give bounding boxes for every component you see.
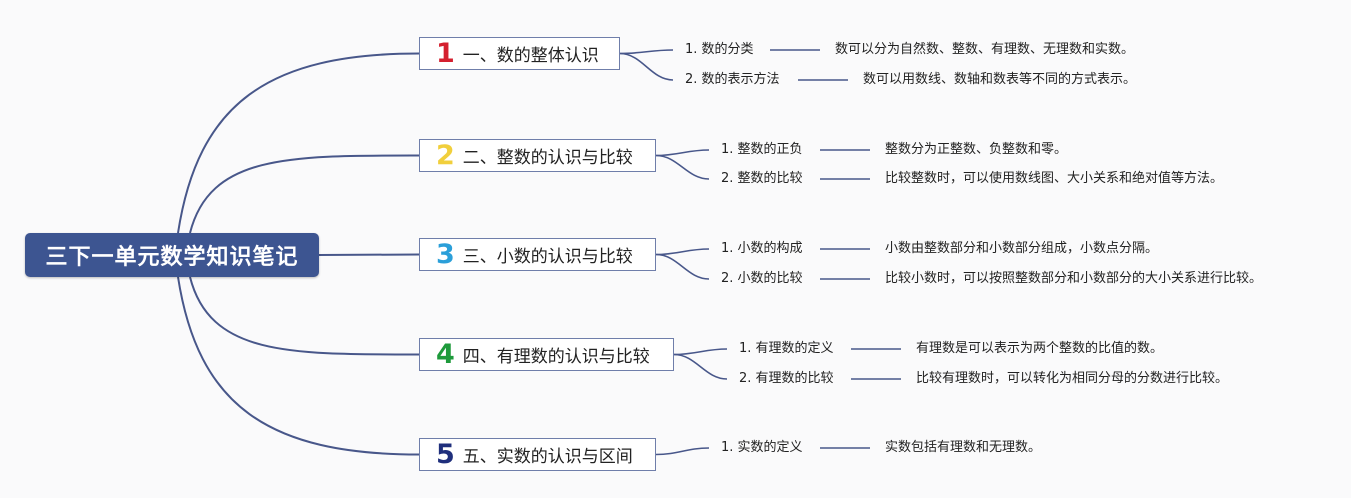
- connector-line: [318, 253, 420, 256]
- topic-label: 一、数的整体认识: [462, 46, 599, 66]
- subtopic-4-1[interactable]: 1. 有理数的定义: [739, 341, 834, 356]
- connector-line: [673, 353, 728, 380]
- topic-label: 四、有理数的认识与比较: [462, 347, 650, 367]
- topic-number: 2: [436, 140, 455, 171]
- description-1-1[interactable]: 数可以分为自然数、整数、有理数、无理数和实数。: [835, 42, 1135, 57]
- connector-line: [655, 248, 710, 256]
- subtopic-1-2[interactable]: 2. 数的表示方法: [685, 72, 780, 87]
- connector-line: [619, 52, 674, 81]
- connector-line: [189, 154, 420, 234]
- connector-line: [177, 52, 420, 234]
- root-topic[interactable]: 三下一单元数学知识笔记: [25, 233, 319, 277]
- topic-number: 3: [436, 239, 455, 270]
- topic-1[interactable]: 1 一、数的整体认识: [419, 37, 620, 70]
- topic-label: 五、实数的认识与区间: [462, 447, 633, 467]
- subtopic-2-2[interactable]: 2. 整数的比较: [721, 171, 803, 186]
- connector-line: [673, 348, 728, 356]
- subtopic-1-1[interactable]: 1. 数的分类: [685, 42, 754, 57]
- topic-number: 5: [436, 439, 455, 470]
- subtopic-3-2[interactable]: 2. 小数的比较: [721, 271, 803, 286]
- topic-2[interactable]: 2 二、整数的认识与比较: [419, 139, 656, 172]
- root-title: 三下一单元数学知识笔记: [45, 245, 299, 270]
- topic-3[interactable]: 3 三、小数的认识与比较: [419, 238, 656, 271]
- topic-5[interactable]: 5 五、实数的认识与区间: [419, 438, 656, 471]
- description-1-2[interactable]: 数可以用数线、数轴和数表等不同的方式表示。: [863, 72, 1137, 87]
- subtopic-4-2[interactable]: 2. 有理数的比较: [739, 371, 834, 386]
- topic-4[interactable]: 4 四、有理数的认识与比较: [419, 338, 674, 371]
- topic-number: 4: [436, 339, 455, 370]
- description-3-2[interactable]: 比较小数时，可以按照整数部分和小数部分的大小关系进行比较。: [885, 271, 1263, 286]
- connector-line: [655, 253, 710, 280]
- description-5-1[interactable]: 实数包括有理数和无理数。: [885, 440, 1042, 455]
- connector-line: [655, 447, 710, 456]
- description-2-2[interactable]: 比较整数时，可以使用数线图、大小关系和绝对值等方法。: [885, 171, 1224, 186]
- topic-label: 三、小数的认识与比较: [462, 247, 633, 267]
- connector-line: [189, 276, 420, 356]
- connector-line: [177, 276, 420, 456]
- topic-label: 二、整数的认识与比较: [462, 148, 633, 168]
- subtopic-5-1[interactable]: 1. 实数的定义: [721, 440, 803, 455]
- description-4-2[interactable]: 比较有理数时，可以转化为相同分母的分数进行比较。: [916, 371, 1229, 386]
- connector-line: [655, 149, 710, 157]
- description-2-1[interactable]: 整数分为正整数、负整数和零。: [885, 142, 1068, 157]
- description-4-1[interactable]: 有理数是可以表示为两个整数的比值的数。: [916, 341, 1164, 356]
- connector-line: [619, 49, 674, 55]
- subtopic-3-1[interactable]: 1. 小数的构成: [721, 241, 803, 256]
- description-3-1[interactable]: 小数由整数部分和小数部分组成，小数点分隔。: [885, 241, 1159, 256]
- connector-line: [655, 154, 710, 180]
- topic-number: 1: [436, 38, 455, 69]
- subtopic-2-1[interactable]: 1. 整数的正负: [721, 142, 803, 157]
